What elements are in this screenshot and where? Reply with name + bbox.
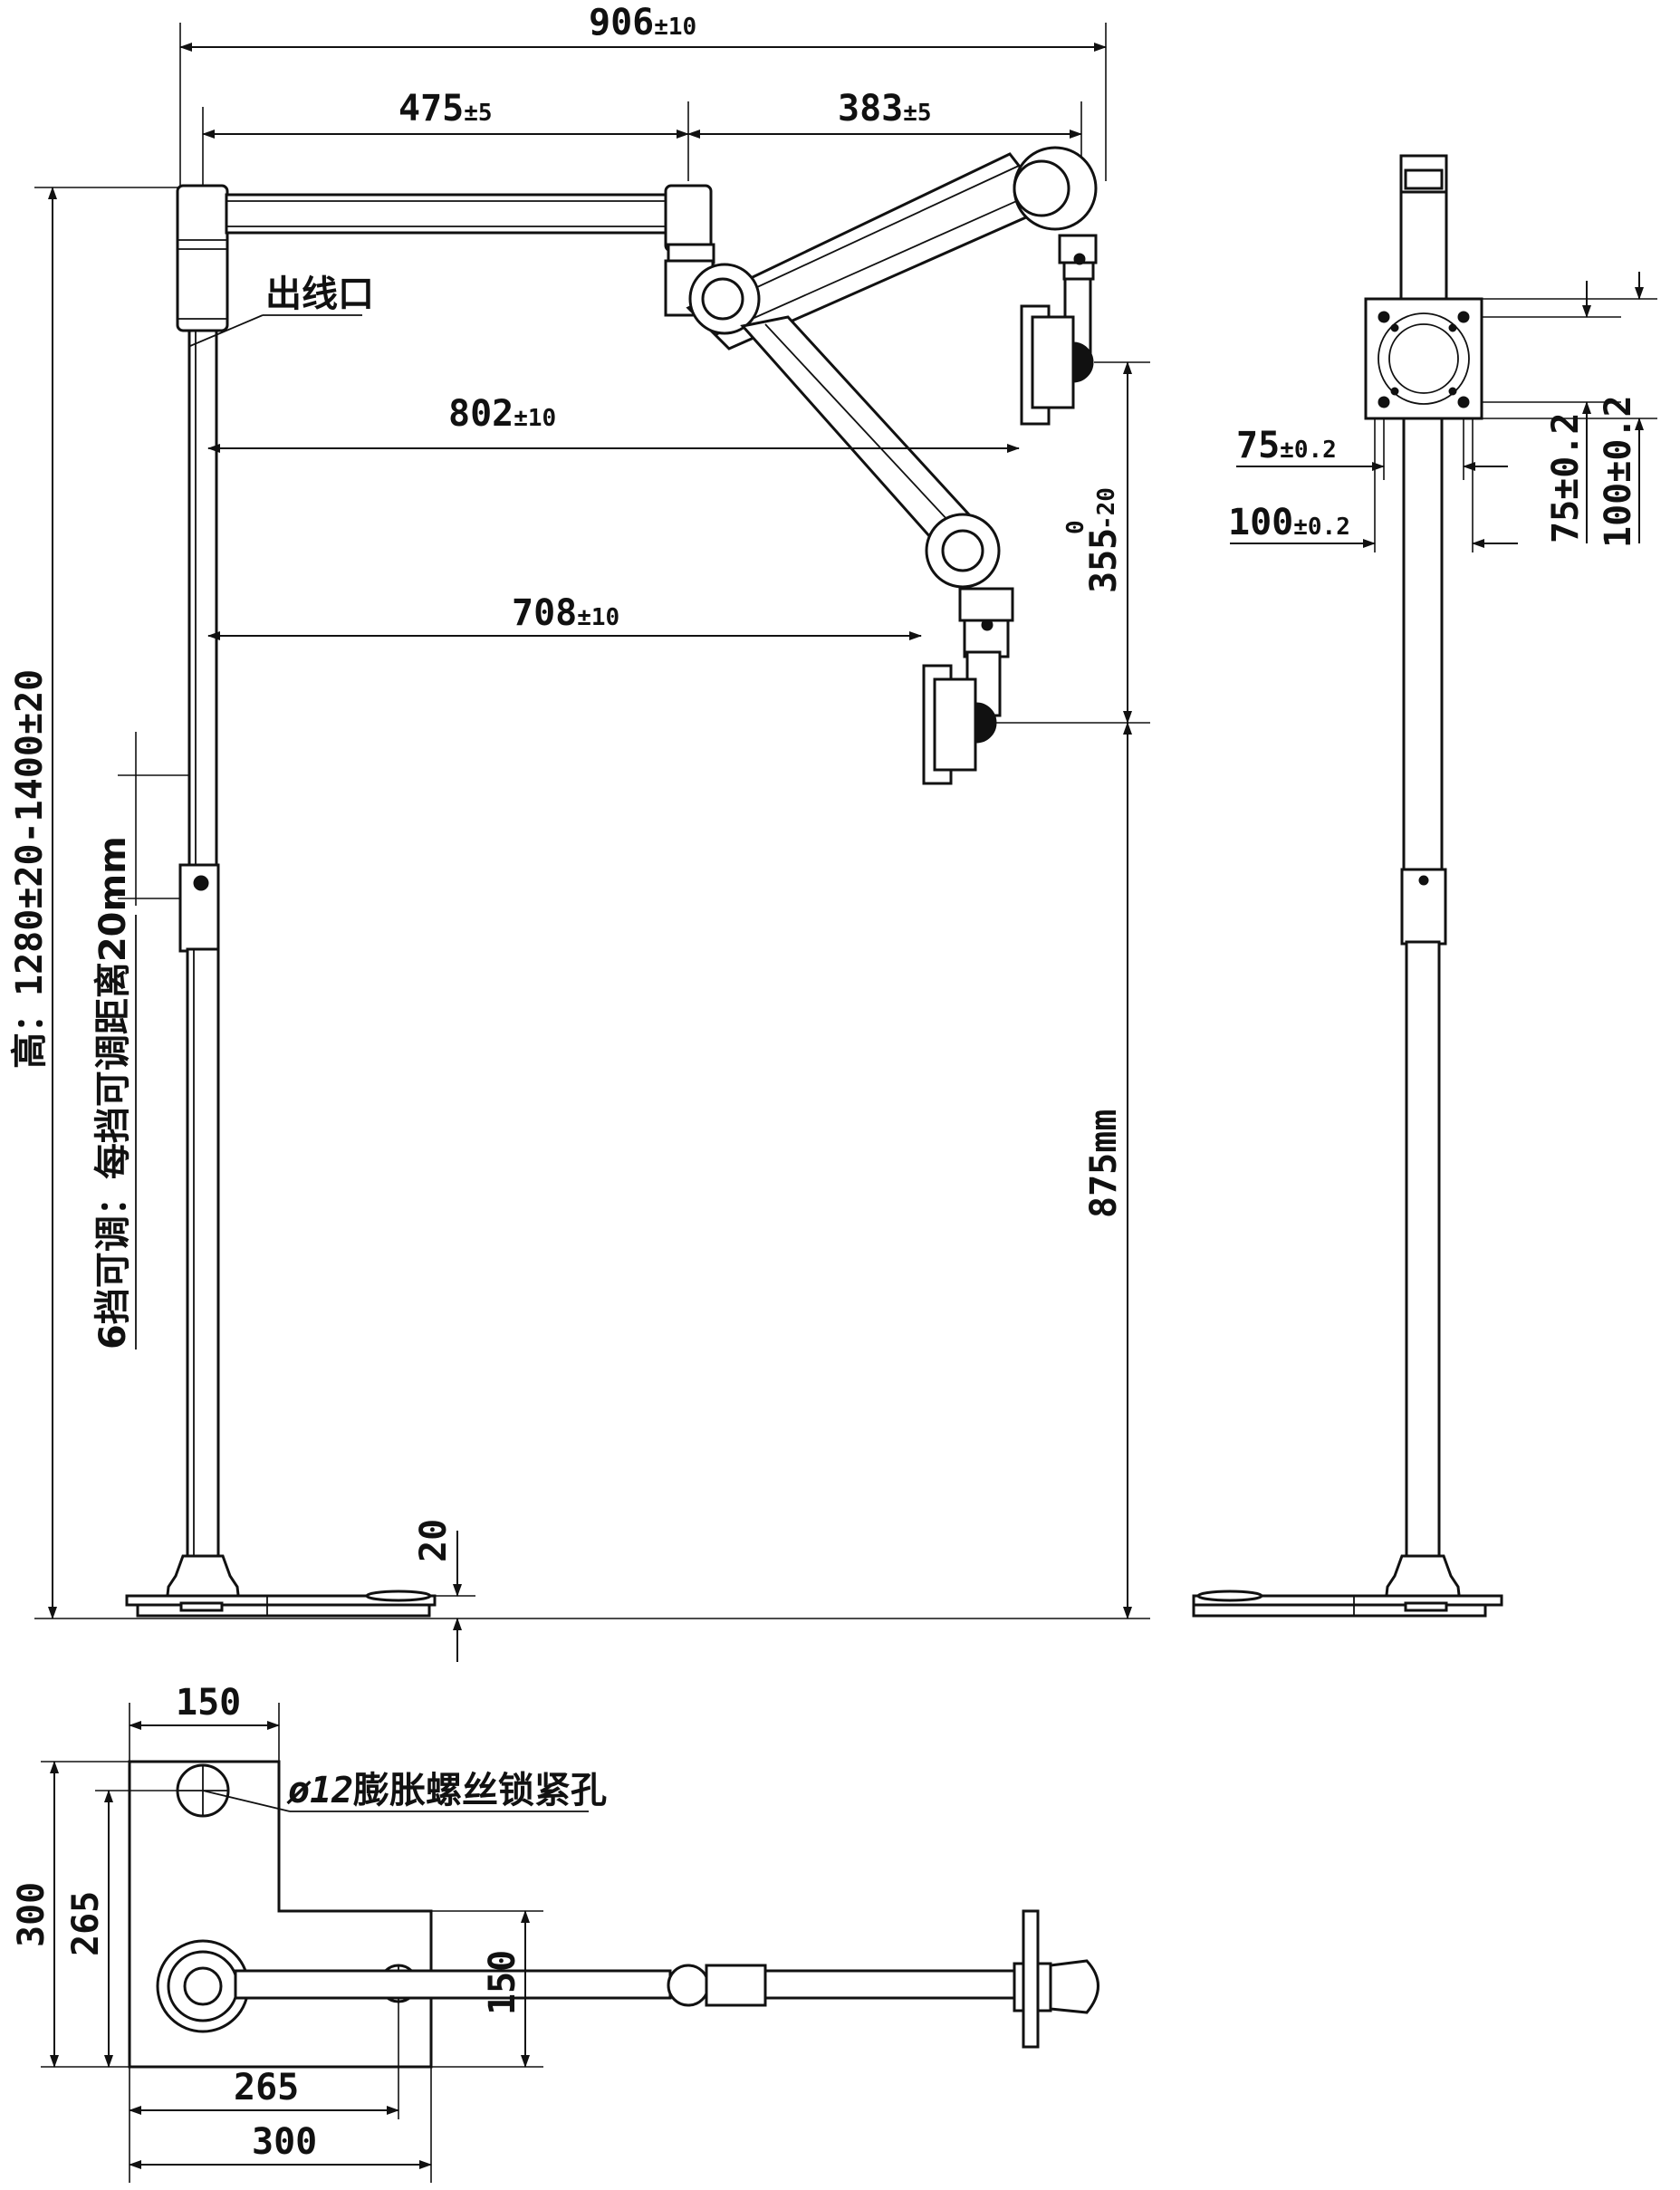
dim-top-width-text: 150 bbox=[176, 1682, 241, 1724]
height-label: 高：1280±20-1400±20 bbox=[9, 669, 51, 1069]
dim-arm-width-text: 150 bbox=[482, 1950, 523, 2015]
dim-depth-total-text: 300 bbox=[11, 1882, 53, 1947]
dim-vesa-vertical: 75±0.2 100±0.2 bbox=[1482, 272, 1657, 548]
dim-reach: 802±10 708±10 bbox=[207, 393, 1020, 640]
dim-reach-upper-text: 802±10 bbox=[448, 393, 556, 435]
cable-outlet-callout: 出线口 bbox=[189, 274, 374, 347]
dim-overall-height: 高：1280±20-1400±20 bbox=[9, 187, 186, 1619]
dim-base-bottom: 265 300 bbox=[129, 2002, 432, 2183]
dim-arm1-text: 475±5 bbox=[398, 88, 493, 130]
cable-outlet-label: 出线口 bbox=[265, 274, 374, 315]
adjust-label: 6挡可调：每挡可调距离20mm bbox=[92, 836, 134, 1350]
dim-base-total-text: 300 bbox=[252, 2121, 317, 2163]
dim-reach-lower-text: 708±10 bbox=[512, 592, 619, 634]
vesa-plate bbox=[1364, 297, 1483, 420]
dim-vesa-horizontal: 75±0.2 100±0.2 bbox=[1228, 418, 1518, 552]
dim-depth: 300 265 bbox=[11, 1761, 178, 2068]
top-view: 150 ø12 膨胀螺丝锁紧孔 300 265 150 bbox=[11, 1682, 1099, 2183]
upper-arm bbox=[686, 146, 1098, 426]
hole-label: 膨胀螺丝锁紧孔 bbox=[353, 1770, 607, 1811]
lower-arm bbox=[740, 315, 1014, 785]
column bbox=[165, 184, 241, 1605]
dim-vertical-travel-text: 355 bbox=[1083, 528, 1125, 593]
side-view: 75±0.2 100±0.2 75±0.2 100±0.2 bbox=[1192, 154, 1657, 1618]
dim-vertical-tol-lower: -20 bbox=[1093, 487, 1120, 530]
base-plate-front: 20 bbox=[125, 1519, 475, 1662]
dim-vesa-large-h-text: 100±0.2 bbox=[1228, 502, 1350, 543]
dim-vertical: 355 0 -20 875mm bbox=[127, 361, 1150, 1619]
dim-top-width: 150 bbox=[129, 1682, 280, 1762]
dim-arm-segments: 475±5 383±5 bbox=[202, 88, 1082, 190]
front-view: 906±10 475±5 383±5 高：1280±20-1400±20 6挡可… bbox=[9, 2, 1150, 1662]
hole-callout: ø12 膨胀螺丝锁紧孔 bbox=[202, 1770, 607, 1812]
dim-vesa-small-h-text: 75±0.2 bbox=[1236, 425, 1337, 466]
dim-arm2-text: 383±5 bbox=[838, 88, 932, 130]
adjustment-note: 6挡可调：每挡可调距离20mm bbox=[92, 732, 190, 1350]
dim-vesa-small-v-text: 75±0.2 bbox=[1545, 413, 1587, 544]
dim-vertical-tol-upper: 0 bbox=[1062, 520, 1090, 534]
dim-base-thickness-text: 20 bbox=[413, 1519, 455, 1562]
dim-base-inner-text: 265 bbox=[234, 2067, 299, 2108]
dim-total-width-text: 906±10 bbox=[589, 2, 696, 43]
dim-total-width: 906±10 bbox=[179, 2, 1107, 195]
dim-vesa-large-v-text: 100±0.2 bbox=[1598, 395, 1639, 548]
hole-diameter-label: ø12 bbox=[286, 1770, 353, 1811]
dim-mount-height-text: 875mm bbox=[1083, 1109, 1125, 1218]
dim-depth-inner-text: 265 bbox=[65, 1891, 107, 1956]
dim-arm-width: 150 bbox=[431, 1910, 543, 2068]
